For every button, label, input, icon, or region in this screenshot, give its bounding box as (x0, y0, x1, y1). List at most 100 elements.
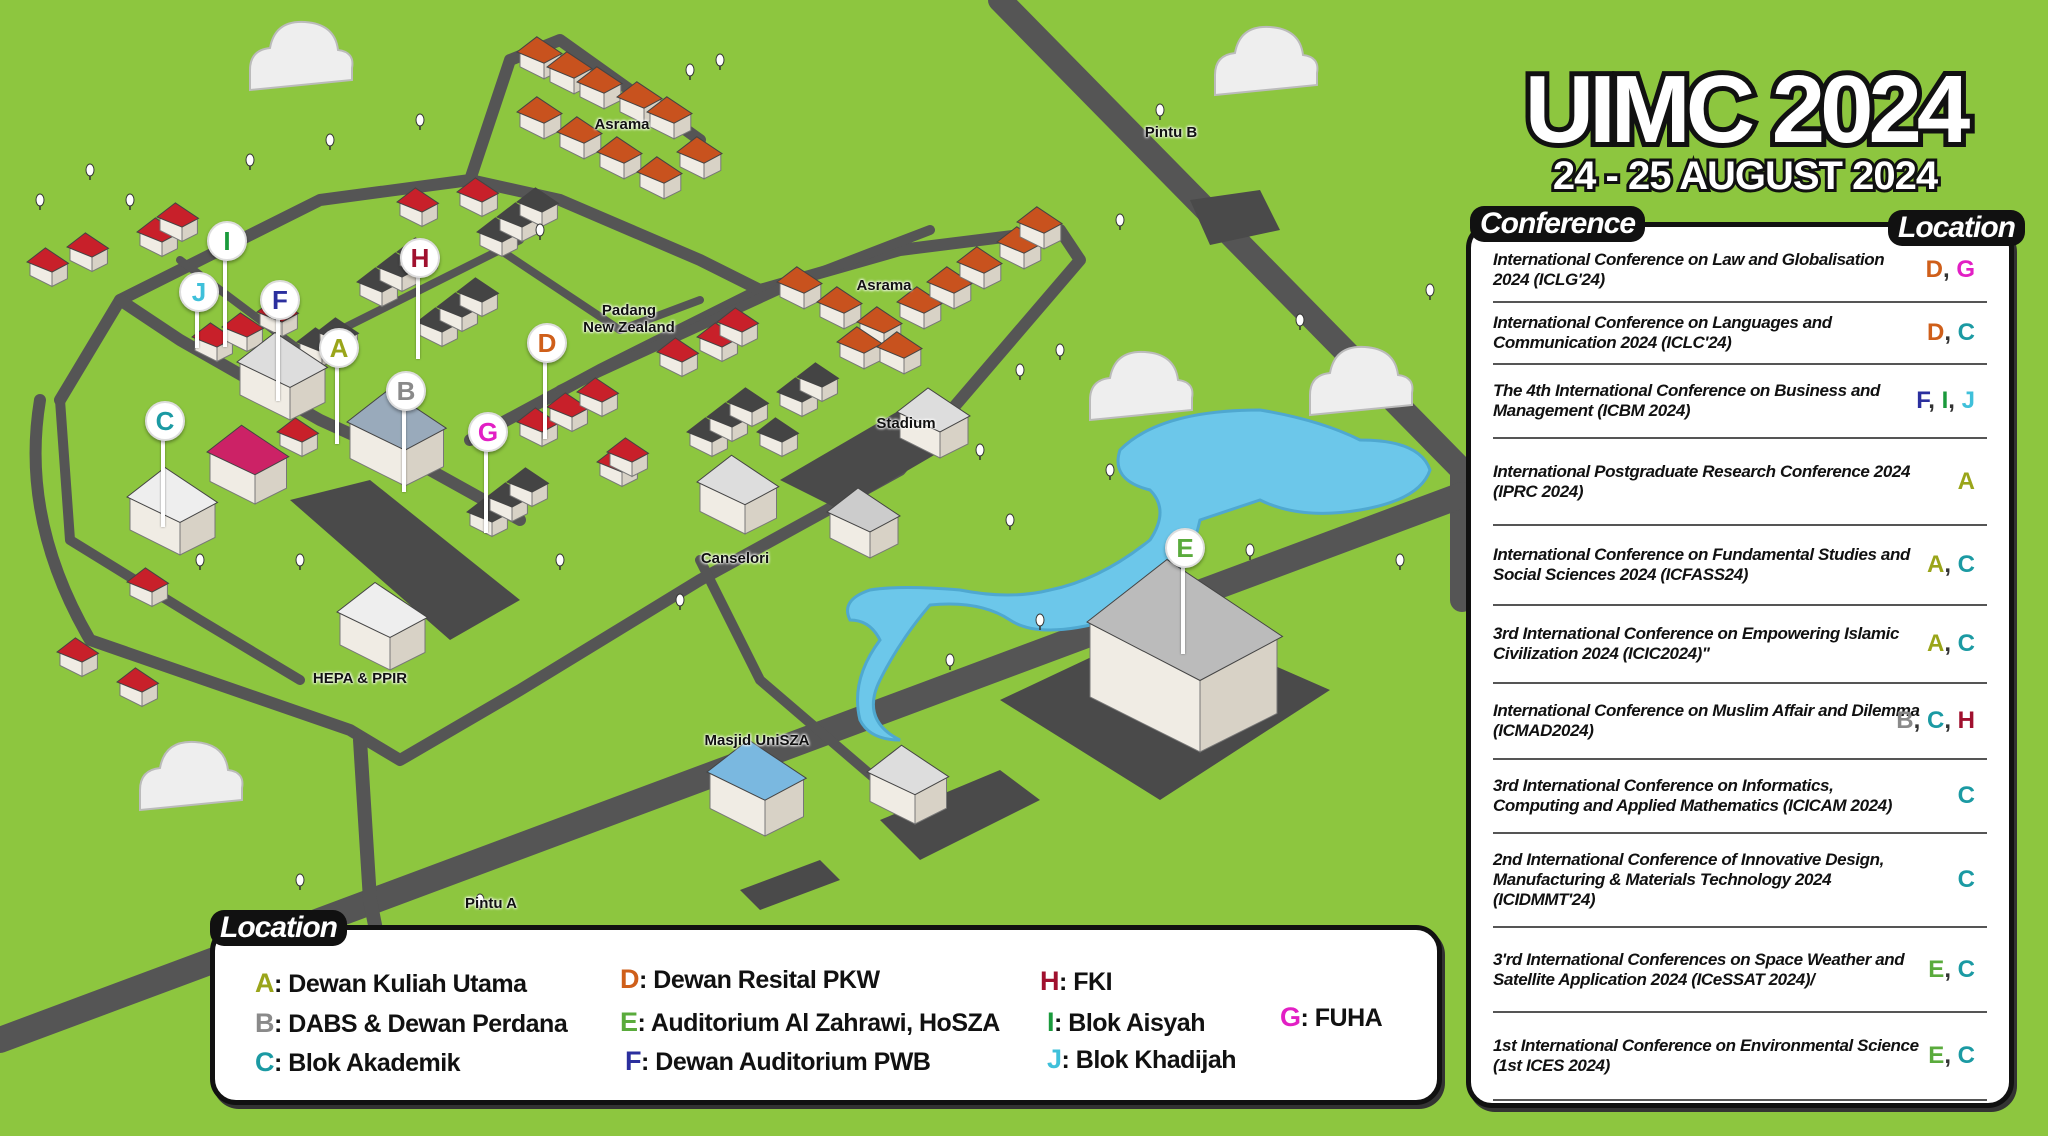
conference-locations: C (1958, 782, 1975, 810)
location-code: C (1957, 630, 1975, 657)
map-label: Padang New Zealand (583, 302, 675, 336)
conference-name: International Postgraduate Research Conf… (1493, 461, 1911, 501)
map-marker-j[interactable]: J (179, 272, 219, 312)
marker-pin (484, 448, 488, 533)
map-label: Pintu A (465, 895, 517, 912)
location-code: I (1941, 387, 1949, 414)
building (996, 226, 1043, 270)
marker-pin (195, 308, 199, 348)
building (876, 331, 923, 375)
marker-pin (402, 407, 406, 492)
marker-pin (543, 359, 547, 439)
tree (1425, 283, 1435, 300)
conference-locations: D, G (1925, 256, 1975, 283)
conference-row: International Postgraduate Research Conf… (1493, 439, 1987, 526)
building (516, 96, 563, 140)
map-marker-i[interactable]: I (207, 221, 247, 261)
building (896, 387, 971, 459)
building (126, 567, 170, 608)
legend-key: G (1280, 1002, 1301, 1032)
location-code: F (1916, 387, 1929, 414)
legend-key: F (625, 1046, 642, 1076)
tree (1295, 313, 1305, 330)
legend-key: I (1047, 1007, 1055, 1037)
conference-name: International Conference on Languages an… (1493, 313, 1832, 352)
legend-label: : Dewan Kuliah Utama (274, 970, 527, 998)
lake (846, 408, 1432, 742)
cloud-icon (1089, 350, 1194, 422)
location-code: C (1926, 707, 1945, 734)
legend-label: : Auditorium Al Zahrawi, HoSZA (637, 1009, 1001, 1037)
tree (1105, 463, 1115, 480)
map-label: Canselori (700, 550, 770, 567)
building (276, 417, 320, 458)
conference-row: International Conference on Muslim Affai… (1493, 684, 1987, 760)
map-marker-c[interactable]: C (145, 401, 185, 441)
location-code: B (1896, 707, 1914, 734)
map-marker-g[interactable]: G (468, 412, 508, 452)
conference-name: International Conference on Law and Glob… (1493, 250, 1885, 289)
tree (475, 893, 485, 910)
map-label: Asrama (594, 116, 650, 133)
building (756, 417, 800, 458)
tree (685, 63, 695, 80)
tree (1005, 513, 1015, 530)
building (776, 266, 823, 310)
conference-locations: A, C (1926, 630, 1975, 657)
conference-row: International Conference on Languages an… (1493, 303, 1987, 365)
legend-item-a: A: Dewan Kuliah Utama (255, 968, 527, 999)
conference-row: 2nd International Conference of Innovati… (1493, 834, 1987, 928)
building (596, 136, 643, 180)
building (656, 337, 700, 378)
conference-row: The 4th International Conference on Busi… (1493, 365, 1987, 439)
legend-label: : Blok Akademik (274, 1049, 461, 1077)
legend-title: Location (210, 910, 347, 946)
tree (295, 873, 305, 890)
map-marker-e[interactable]: E (1165, 528, 1205, 568)
map-marker-b[interactable]: B (386, 371, 426, 411)
legend-key: J (1047, 1044, 1062, 1074)
legend-label: : Blok Aisyah (1054, 1009, 1205, 1037)
conference-panel: International Conference on Law and Glob… (1466, 222, 2014, 1108)
tree (195, 553, 205, 570)
building (776, 377, 820, 418)
legend-item-g: G: FUHA (1280, 1002, 1383, 1033)
conference-locations: E, C (1928, 955, 1975, 983)
building (576, 66, 623, 110)
legend-key: E (620, 1007, 638, 1037)
map-label: HEPA & PPIR (312, 670, 408, 687)
legend-label: : FKI (1059, 968, 1113, 996)
tree (945, 653, 955, 670)
building (546, 392, 590, 433)
location-code: C (1957, 319, 1975, 346)
legend-label: : FUHA (1300, 1004, 1383, 1032)
building (556, 116, 603, 160)
conference-locations: D, C (1926, 319, 1975, 346)
conference-name: 2nd International Conference of Innovati… (1493, 850, 1884, 909)
location-code: C (1957, 1042, 1975, 1069)
location-code: J (1961, 387, 1975, 414)
building (816, 286, 863, 330)
map-label: Asrama (856, 277, 912, 294)
legend-item-f: F: Dewan Auditorium PWB (625, 1046, 931, 1077)
building (206, 424, 290, 505)
tree (715, 53, 725, 70)
conference-list: International Conference on Law and Glob… (1493, 239, 1987, 1101)
tree (415, 113, 425, 130)
building (696, 454, 780, 535)
map-marker-d[interactable]: D (527, 323, 567, 363)
tree (1395, 553, 1405, 570)
building (126, 466, 219, 556)
legend-label: : Dewan Auditorium PWB (641, 1048, 931, 1076)
map-marker-a[interactable]: A (319, 328, 359, 368)
building (486, 482, 530, 523)
building (726, 387, 770, 428)
tree (1035, 613, 1045, 630)
map-marker-f[interactable]: F (260, 280, 300, 320)
cloud-icon (1214, 25, 1319, 97)
map-marker-h[interactable]: H (400, 238, 440, 278)
conference-row: 3rd International Conference on Informat… (1493, 760, 1987, 834)
tree (975, 443, 985, 460)
location-code: D (1926, 319, 1945, 346)
